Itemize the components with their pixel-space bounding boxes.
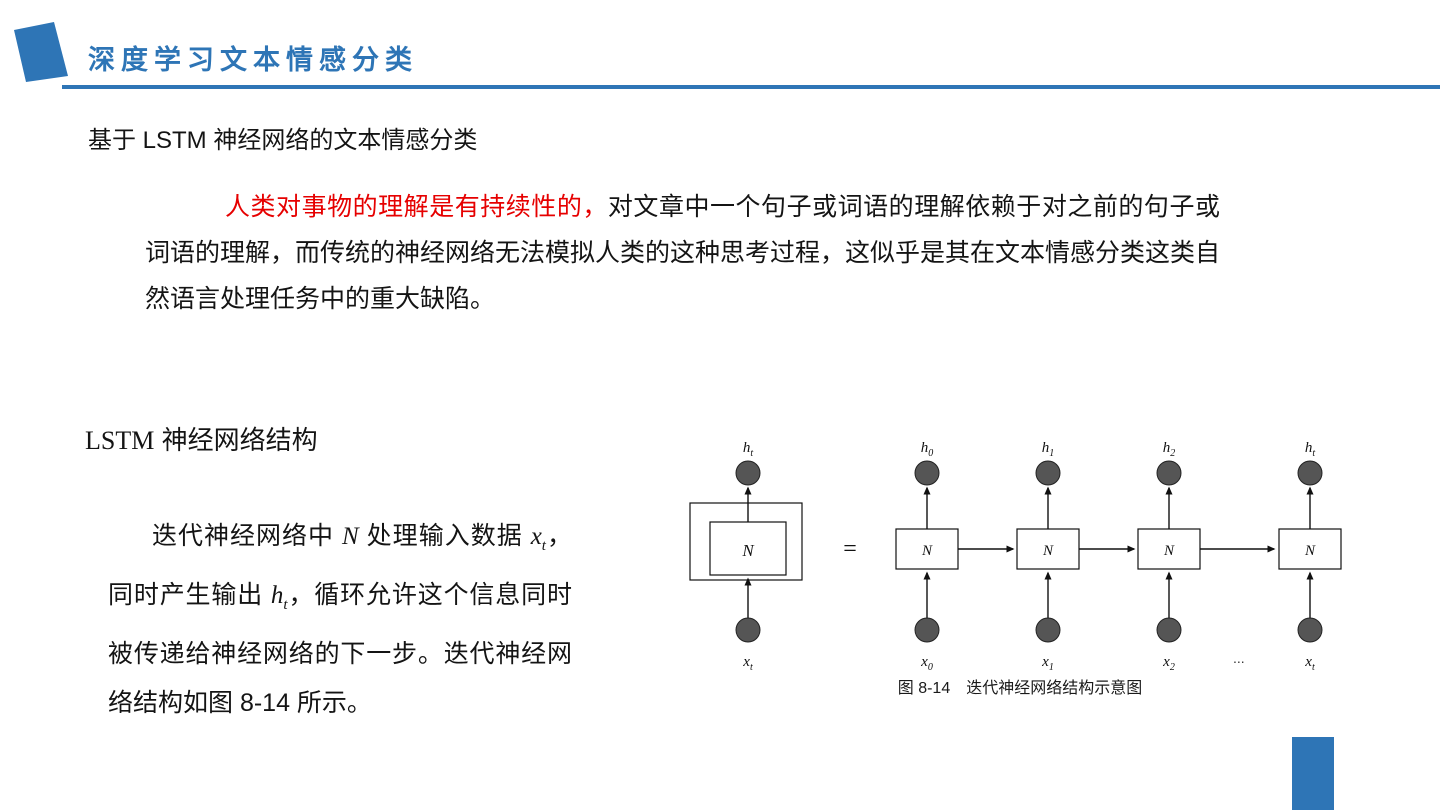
unit1-input-label: x1 — [1041, 654, 1054, 673]
unit0-output-label: h0 — [921, 440, 934, 459]
corner-decoration-shape — [14, 22, 68, 82]
section-heading-latin: LSTM — [85, 426, 155, 455]
var-x: xt — [530, 523, 546, 554]
para2-seg2: 处理输入数据 — [358, 522, 531, 550]
unit3-output-node — [1297, 460, 1323, 486]
unit3-output-label: ht — [1305, 440, 1316, 459]
unit2-rnn-box — [1137, 528, 1201, 570]
unit3-rnn-box — [1278, 528, 1342, 570]
var-x-sub: t — [541, 538, 546, 554]
para2-seg4: ，循环允许这个信息同时被传递给神经网络的下一步。迭代神经网络结构如图 8-14 … — [108, 581, 572, 717]
unit3-input-node — [1297, 617, 1323, 643]
page-title: 深度学习文本情感分类 — [88, 45, 418, 75]
unit2-output-label: h2 — [1163, 440, 1176, 459]
unit1-output-label: h1 — [1042, 440, 1055, 459]
unit1-rnn-box — [1016, 528, 1080, 570]
unit0-input-label: x0 — [920, 654, 933, 673]
var-h-base: h — [270, 582, 284, 609]
single-output-node — [735, 460, 761, 486]
unit1-output-node — [1035, 460, 1061, 486]
unit3-box-label: N — [1304, 543, 1316, 559]
unit1-input-node — [1035, 617, 1061, 643]
rnn-diagram: N ht xt = N h0 x0 N h1 x1 N h2 x2 — [689, 440, 1342, 697]
unit2-output-node — [1156, 460, 1182, 486]
single-input-node — [735, 617, 761, 643]
unit1-box-label: N — [1042, 543, 1054, 559]
single-output-label: ht — [743, 440, 754, 459]
corner-parallelogram — [14, 22, 68, 82]
section-heading: LSTM 神经网络结构 — [85, 420, 318, 457]
unit0-input-node — [914, 617, 940, 643]
title-divider — [62, 85, 1440, 89]
var-h-sub: t — [283, 597, 288, 613]
single-input-label: xt — [742, 654, 753, 673]
var-x-base: x — [530, 523, 542, 550]
single-rnn-box — [709, 521, 787, 576]
bottom-decoration — [1292, 737, 1334, 810]
rnn-description-paragraph: 迭代神经网络中 N 处理输入数据 xt，同时产生输出 ht，循环允许这个信息同时… — [108, 512, 572, 728]
section-heading-text: 神经网络结构 — [154, 425, 318, 455]
unit2-box-label: N — [1163, 543, 1175, 559]
single-rnn-box-label: N — [741, 541, 755, 560]
figure-caption: 图 8-14 迭代神经网络结构示意图 — [898, 678, 1142, 697]
intro-paragraph-text: 对文章中一个句子或词语的理解依赖于对之前的句子或词语的理解，而传统的神经网络无法… — [145, 193, 1221, 313]
var-h: ht — [270, 582, 288, 613]
subtitle: 基于 LSTM 神经网络的文本情感分类 — [88, 127, 478, 154]
unit0-output-node — [914, 460, 940, 486]
unit0-box-label: N — [921, 543, 933, 559]
unit3-input-label: xt — [1304, 654, 1315, 673]
highlighted-red-text: 人类对事物的理解是有持续性的， — [225, 193, 608, 221]
unit2-input-node — [1156, 617, 1182, 643]
equals-sign: = — [843, 536, 857, 562]
var-N: N — [342, 523, 359, 550]
intro-paragraph: 人类对事物的理解是有持续性的，对文章中一个句子或词语的理解依赖于对之前的句子或词… — [145, 184, 1220, 322]
para2-seg1: 迭代神经网络中 — [152, 522, 343, 550]
ellipsis: ... — [1233, 650, 1245, 666]
para2-seg3: ，同时产生输出 — [108, 522, 572, 609]
unit2-input-label: x2 — [1162, 654, 1175, 673]
